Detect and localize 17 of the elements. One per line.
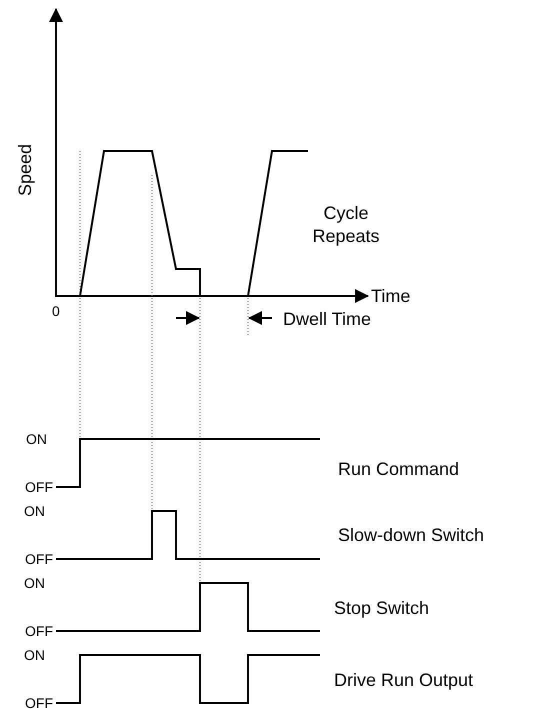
annotation: Cycle Repeats <box>311 202 381 248</box>
state-label: ON <box>24 504 45 518</box>
signal-name: Run Command <box>338 460 460 478</box>
axis-title: Speed <box>16 144 34 196</box>
state-label: OFF <box>25 552 53 566</box>
annotation: Dwell Time <box>283 310 372 328</box>
state-label: ON <box>24 648 45 662</box>
state-label: OFF <box>25 696 53 709</box>
state-label: OFF <box>25 624 53 638</box>
state-label: OFF <box>25 480 53 494</box>
signal-name: Drive Run Output <box>334 671 474 689</box>
signal-name: Stop Switch <box>334 599 430 617</box>
state-label: ON <box>26 432 47 446</box>
state-label: ON <box>24 576 45 590</box>
signal-name: Slow-down Switch <box>338 526 484 544</box>
axis-title: Time <box>371 287 410 305</box>
axis-tick-label: 0 <box>52 304 60 318</box>
